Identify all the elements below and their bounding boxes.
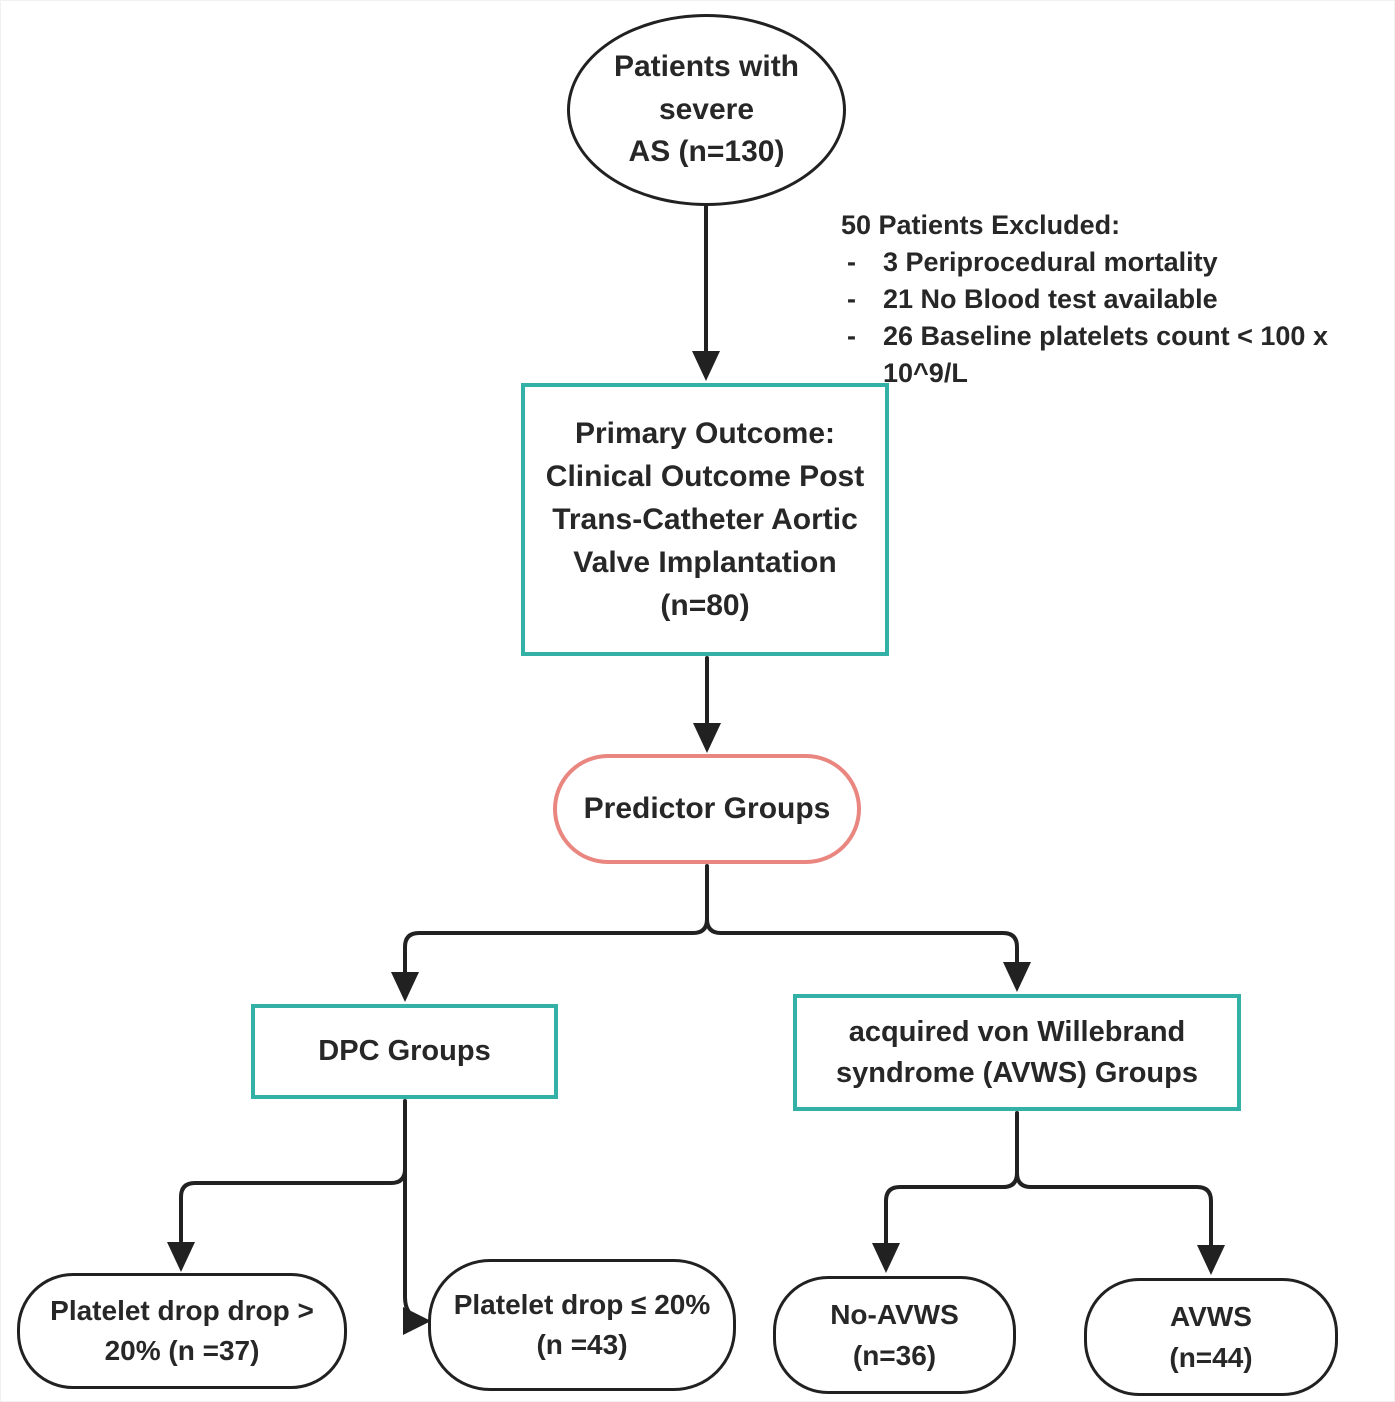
avws-line: (n=44) bbox=[1169, 1342, 1253, 1373]
arrow-patients-to-primary bbox=[692, 204, 720, 381]
arrow-predictor-to-dpc bbox=[391, 864, 709, 1002]
node-avws-groups: acquired von Willebrand syndrome (AVWS) … bbox=[793, 994, 1241, 1111]
platelet-gt-line: Platelet drop drop > bbox=[50, 1295, 314, 1326]
primary-outcome-line: (n=80) bbox=[660, 589, 750, 622]
node-no-avws: No-AVWS (n=36) bbox=[773, 1276, 1016, 1394]
exclusion-bullet: - bbox=[847, 321, 856, 351]
platelet-le-line: (n =43) bbox=[536, 1329, 628, 1360]
arrow-avwsgroups-to-avws bbox=[1015, 1171, 1225, 1275]
node-avws: AVWS (n=44) bbox=[1084, 1278, 1338, 1396]
avws-line: AVWS bbox=[1170, 1301, 1252, 1332]
primary-outcome-line: Clinical Outcome Post bbox=[545, 460, 865, 493]
node-patients-line: severe bbox=[658, 92, 755, 126]
no-avws-line: (n=36) bbox=[852, 1340, 937, 1371]
node-platelet-drop-le20: Platelet drop ≤ 20% (n =43) bbox=[428, 1259, 736, 1391]
predictor-groups-label: Predictor Groups bbox=[583, 791, 831, 825]
exclusion-title: 50 Patients Excluded: bbox=[841, 210, 1121, 240]
primary-outcome-line: Trans-Catheter Aortic bbox=[552, 503, 858, 536]
arrow-dpc-to-platelet-le bbox=[403, 1099, 431, 1335]
dpc-groups-label: DPC Groups bbox=[318, 1034, 491, 1067]
exclusion-item-text: 26 Baseline platelets count < 100 x 10^9… bbox=[883, 321, 1328, 388]
exclusion-bullet: - bbox=[847, 284, 856, 314]
exclusion-note: 50 Patients Excluded: - 3 Periprocedural… bbox=[841, 207, 1394, 392]
avws-groups-line: acquired von Willebrand bbox=[848, 1015, 1186, 1048]
exclusion-bullet: - bbox=[847, 247, 856, 277]
node-patients-line: AS (n=130) bbox=[628, 135, 785, 169]
node-patients: Patients with severe AS (n=130) bbox=[567, 14, 846, 206]
arrow-predictor-to-avws-groups bbox=[705, 917, 1031, 992]
exclusion-item: - 26 Baseline platelets count < 100 x 10… bbox=[841, 318, 1394, 392]
exclusion-item-text: 21 No Blood test available bbox=[883, 284, 1218, 314]
exclusion-item-text: 3 Periprocedural mortality bbox=[883, 247, 1218, 277]
node-patients-line: Patients with bbox=[613, 50, 800, 84]
avws-groups-line: syndrome (AVWS) Groups bbox=[836, 1056, 1198, 1089]
node-dpc-groups: DPC Groups bbox=[251, 1004, 558, 1099]
arrow-avwsgroups-to-noavws bbox=[872, 1111, 1019, 1273]
node-predictor-groups: Predictor Groups bbox=[553, 754, 861, 864]
arrow-primary-to-predictor bbox=[693, 656, 721, 753]
node-primary-outcome: Primary Outcome: Clinical Outcome Post T… bbox=[521, 383, 889, 656]
arrow-dpc-to-platelet-gt bbox=[167, 1167, 407, 1272]
exclusion-item: - 3 Periprocedural mortality bbox=[841, 244, 1394, 281]
node-platelet-drop-gt20: Platelet drop drop > 20% (n =37) bbox=[17, 1273, 347, 1389]
exclusion-item: - 21 No Blood test available bbox=[841, 281, 1394, 318]
no-avws-line: No-AVWS bbox=[830, 1299, 959, 1330]
platelet-gt-line: 20% (n =37) bbox=[104, 1335, 260, 1366]
primary-outcome-line: Primary Outcome: bbox=[574, 417, 836, 450]
primary-outcome-line: Valve Implantation bbox=[573, 546, 837, 579]
platelet-le-line: Platelet drop ≤ 20% bbox=[453, 1289, 711, 1320]
